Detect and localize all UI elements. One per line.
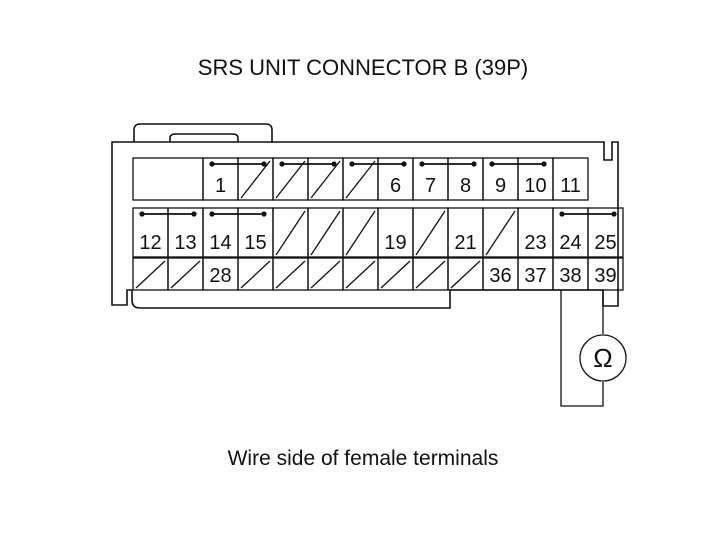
terminal-number: 36 <box>489 265 511 287</box>
probe-wire-38 <box>560 290 580 407</box>
unused-terminal-slash <box>345 210 376 256</box>
unused-terminal-slash <box>275 160 306 199</box>
terminal-number: 11 <box>560 175 581 197</box>
connector-housing <box>111 141 619 309</box>
shorting-bar <box>209 211 267 217</box>
terminal-cell <box>552 157 589 201</box>
terminal-number: 6 <box>390 175 401 197</box>
diagram-caption: Wire side of female terminals <box>227 447 499 470</box>
unused-terminal-slash <box>415 210 446 256</box>
terminal-cell <box>587 207 624 258</box>
terminal-number: 19 <box>384 232 406 254</box>
terminal-number: 1 <box>215 175 226 197</box>
unused-terminal-slash <box>450 260 481 289</box>
terminal-number: 38 <box>559 265 581 287</box>
terminal-number: 37 <box>524 265 546 287</box>
unused-terminal-slash <box>345 260 376 289</box>
unused-terminal-slash <box>240 260 271 289</box>
terminal-number: 13 <box>174 232 196 254</box>
unused-terminal-slash <box>240 160 271 199</box>
terminal-number: 8 <box>460 175 471 197</box>
shorting-bar <box>279 161 337 167</box>
unused-terminal-slash <box>135 260 166 289</box>
terminal-number: 14 <box>209 232 231 254</box>
unused-terminal-slash <box>310 260 341 289</box>
unused-terminal-slash <box>380 260 411 289</box>
ohmmeter <box>579 334 627 382</box>
shorting-bar <box>349 161 407 167</box>
terminal-number: 25 <box>594 232 616 254</box>
shorting-bar <box>209 161 267 167</box>
shorting-bar <box>419 161 477 167</box>
blank-cavity <box>132 157 204 201</box>
probe-wire-return <box>580 382 604 407</box>
unused-terminal-slash <box>310 160 341 199</box>
unused-terminal-slash <box>345 160 376 199</box>
terminal-cell <box>587 257 624 291</box>
terminal-number: 21 <box>454 232 476 254</box>
terminal-number: 23 <box>524 232 546 254</box>
unused-terminal-slash <box>170 260 201 289</box>
ohm-icon: Ω <box>593 343 612 373</box>
shorting-bar <box>489 161 547 167</box>
unused-terminal-slash <box>415 260 446 289</box>
terminal-number: 24 <box>559 232 581 254</box>
shorting-bar <box>139 211 197 217</box>
terminal-number: 9 <box>495 175 506 197</box>
terminal-number: 15 <box>244 232 266 254</box>
terminal-number: 12 <box>139 232 161 254</box>
shorting-bar <box>559 211 617 217</box>
unused-terminal-slash <box>275 260 306 289</box>
locking-tab <box>133 123 273 142</box>
locking-tab-inner <box>169 133 239 142</box>
unused-terminal-slash <box>275 210 306 256</box>
diagram-title: SRS UNIT CONNECTOR B (39P) <box>197 55 529 80</box>
terminal-number: 10 <box>524 175 546 197</box>
terminal-number: 39 <box>594 265 616 287</box>
terminal-number: 7 <box>425 175 436 197</box>
terminal-number: 28 <box>209 265 231 287</box>
unused-terminal-slash <box>310 210 341 256</box>
unused-terminal-slash <box>485 210 516 256</box>
